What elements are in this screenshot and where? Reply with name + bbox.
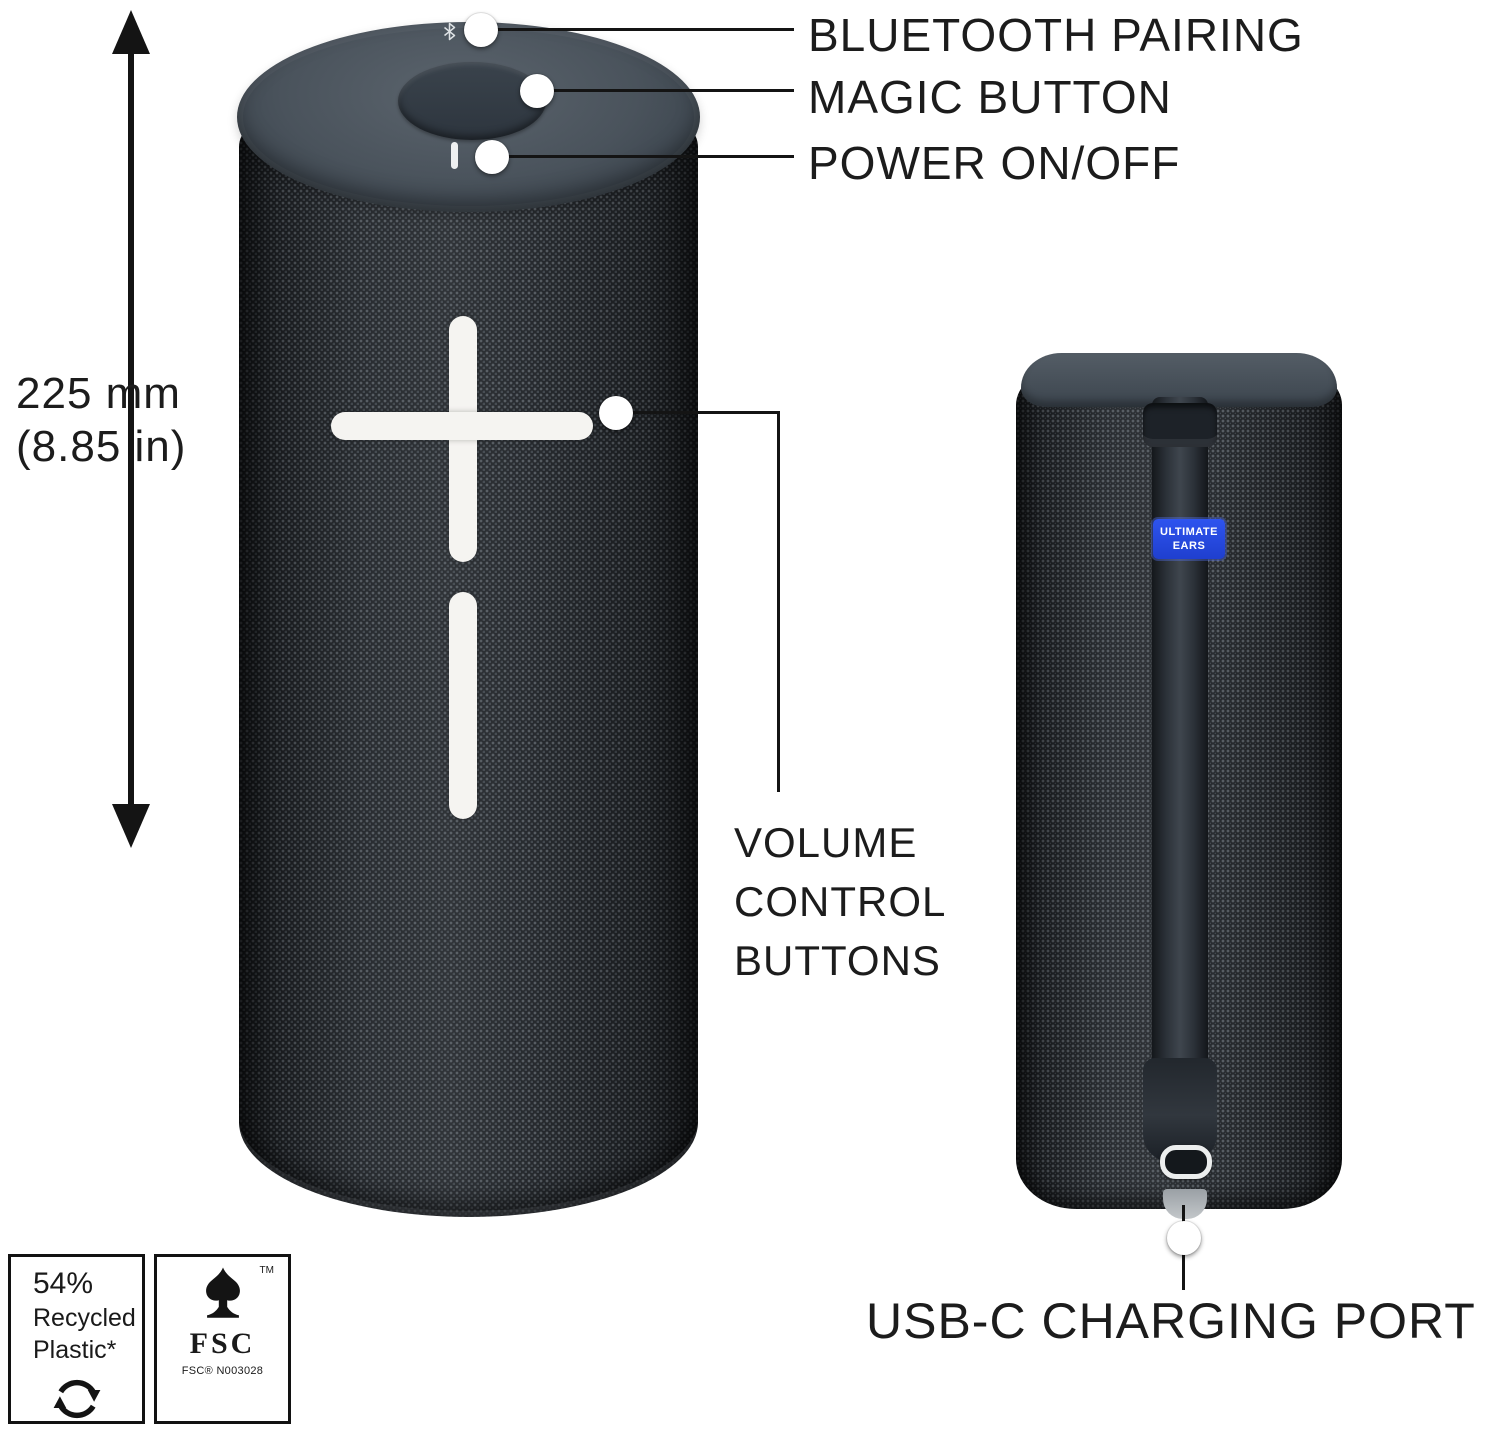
brand-badge-line1: ULTIMATE [1160, 526, 1218, 539]
callout-dot-usb [1167, 1221, 1201, 1255]
recycled-line1: Recycled [33, 1304, 136, 1332]
badge-recycled-plastic: 54% Recycled Plastic* [8, 1254, 145, 1424]
speaker-back-view: ULTIMATE EARS [1016, 353, 1342, 1221]
speaker-top-cap [237, 22, 700, 212]
spine-bottom-flap [1143, 1058, 1217, 1162]
callout-line-power [507, 155, 794, 158]
magic-button [398, 62, 546, 140]
badge-fsc: TM FSC FSC® N003028 [154, 1254, 291, 1424]
fsc-cert-number: FSC® N003028 [181, 1365, 264, 1377]
brand-badge-line2: EARS [1172, 539, 1206, 552]
usb-c-port [1160, 1145, 1212, 1179]
bottom-tab [1163, 1189, 1207, 1219]
label-bluetooth-pairing: BLUETOOTH PAIRING [808, 9, 1304, 61]
recycled-percent: 54% [33, 1267, 94, 1300]
callout-dot-volume [599, 396, 633, 430]
dimension-label: 225 mm (8.85 in) [16, 369, 187, 471]
volume-down-button [449, 592, 477, 819]
label-usb-charging-port: USB-C CHARGING PORT [866, 1293, 1476, 1349]
down-arrow-icon [112, 804, 150, 848]
callout-dot-magic [520, 74, 554, 108]
lanyard-loop [1143, 403, 1217, 447]
label-power-on-off: POWER ON/OFF [808, 137, 1181, 189]
back-spine-strap [1152, 397, 1208, 1097]
fsc-tree-icon [205, 1267, 240, 1318]
recycled-line2: Plastic* [33, 1336, 117, 1364]
dimension-arrow-line [128, 50, 134, 808]
callout-line-bluetooth [496, 28, 794, 31]
fsc-trademark: TM [259, 1265, 274, 1276]
label-volume-control: VOLUME CONTROL BUTTONS [734, 819, 947, 984]
label-magic-button: MAGIC BUTTON [808, 71, 1172, 123]
speaker-front-view [237, 22, 700, 1218]
brand-badge: ULTIMATE EARS [1153, 519, 1225, 559]
callout-line-volume-horizontal [631, 411, 780, 414]
bluetooth-icon [444, 22, 456, 41]
callout-dot-bluetooth [464, 13, 498, 47]
callout-line-magic [552, 89, 794, 92]
recycle-icon [53, 1380, 100, 1418]
up-arrow-icon [112, 10, 150, 54]
volume-plus-horizontal-bar [331, 412, 593, 440]
callout-dot-power [475, 140, 509, 174]
callout-line-volume-vertical [777, 411, 780, 792]
power-indicator [451, 142, 458, 169]
speaker-mesh-body [239, 117, 698, 1217]
fsc-name: FSC [189, 1327, 256, 1360]
